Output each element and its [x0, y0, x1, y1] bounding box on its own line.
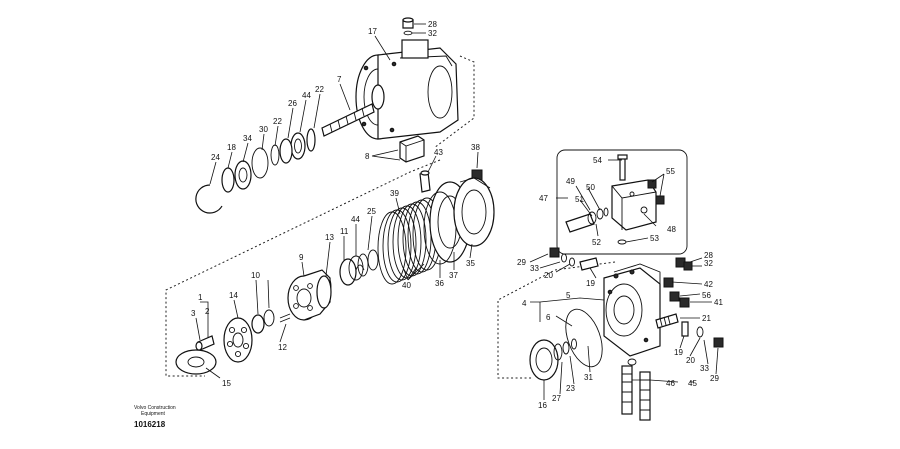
callout-53: 53: [650, 234, 659, 243]
callout-38: 38: [471, 143, 480, 152]
callout-8: 8: [365, 152, 370, 161]
callout-25: 25: [367, 207, 376, 216]
output-shaft-7: [321, 103, 375, 137]
callout-32-right: 32: [704, 259, 713, 268]
callout-34: 34: [243, 134, 252, 143]
callout-46: 46: [666, 379, 675, 388]
piston-3: [195, 335, 215, 351]
callout-3: 3: [191, 309, 196, 318]
callout-19-left: 19: [586, 279, 595, 288]
callout-18: 18: [227, 143, 236, 152]
shaft-bearings: [195, 128, 316, 214]
callout-7: 7: [337, 75, 342, 84]
callout-4: 4: [522, 299, 527, 308]
callout-1: 1: [198, 293, 203, 302]
callout-51: 51: [575, 195, 584, 204]
callout-50: 50: [586, 183, 595, 192]
callout-55: 55: [666, 167, 675, 176]
valve-group-box-47: [556, 149, 688, 255]
callout-26: 26: [288, 99, 297, 108]
callout-5: 5: [566, 291, 571, 300]
callout-9: 9: [299, 253, 304, 262]
drawing-id: 1016218: [134, 420, 166, 429]
callout-11: 11: [340, 227, 349, 236]
callout-48: 48: [667, 225, 676, 234]
callout-42: 42: [704, 280, 713, 289]
callout-17: 17: [368, 27, 377, 36]
callout-6: 6: [546, 313, 551, 322]
o-ring-6: [565, 308, 603, 368]
callout-10: 10: [251, 271, 260, 280]
callout-28-top: 28: [428, 20, 437, 29]
callout-49: 49: [566, 177, 575, 186]
callout-14: 14: [229, 291, 238, 300]
callout-29-right: 29: [710, 374, 719, 383]
callout-15: 15: [222, 379, 231, 388]
motor-housing-17: [355, 39, 459, 140]
callout-39: 39: [390, 189, 399, 198]
callout-22-b: 22: [273, 117, 282, 126]
manufacturer-line-2: Equipment: [141, 411, 166, 417]
solenoid-49-52: [565, 207, 627, 245]
callout-37: 37: [449, 271, 458, 280]
callout-33-right: 33: [700, 364, 709, 373]
callout-20-left: 20: [544, 271, 553, 280]
rear-cover-5: [603, 263, 661, 357]
plug-28: [402, 17, 414, 36]
callout-44-b: 44: [351, 215, 360, 224]
leader-lines: [195, 23, 719, 400]
callout-30: 30: [259, 125, 268, 134]
callout-20-right: 20: [686, 356, 695, 365]
callout-numbers: 28 32 17 7 22 44 26 22 30 34 18 24 8 43 …: [191, 20, 723, 410]
callout-21: 21: [702, 314, 711, 323]
fittings-right: [549, 247, 724, 366]
callout-35: 35: [466, 259, 475, 268]
callout-32-top: 32: [428, 29, 437, 38]
callout-54: 54: [593, 156, 602, 165]
valve-block-8: [399, 135, 431, 193]
cylinder-block-9: [287, 269, 332, 321]
cover-35: [453, 177, 495, 247]
callout-45: 45: [688, 379, 697, 388]
callout-52: 52: [592, 238, 601, 247]
callout-12: 12: [278, 343, 287, 352]
callout-24: 24: [211, 153, 220, 162]
callout-33-left: 33: [530, 264, 539, 273]
callout-29-left: 29: [517, 258, 526, 267]
callout-41: 41: [714, 298, 723, 307]
callout-43: 43: [434, 148, 443, 157]
callout-40: 40: [402, 281, 411, 290]
assembly-boundary-lines: [165, 55, 616, 379]
callout-13: 13: [325, 233, 334, 242]
callout-27: 27: [552, 394, 561, 403]
callout-22-a: 22: [315, 85, 324, 94]
spools-45-46: [621, 365, 651, 421]
callout-28-right: 28: [704, 251, 713, 260]
manufacturer-line-1: Volvo Construction: [134, 405, 176, 411]
callout-47: 47: [539, 194, 548, 203]
callout-56: 56: [702, 291, 711, 300]
callout-19-right: 19: [674, 348, 683, 357]
callout-23: 23: [566, 384, 575, 393]
callout-44-a: 44: [302, 91, 311, 100]
retainer-plate-14: [223, 309, 291, 363]
callout-36: 36: [435, 279, 444, 288]
callout-16: 16: [538, 401, 547, 410]
callout-31: 31: [584, 373, 593, 382]
bolt-54: [617, 154, 628, 181]
drawing-footer: Volvo Construction Equipment 1016218: [134, 405, 176, 429]
callout-2: 2: [205, 307, 210, 316]
